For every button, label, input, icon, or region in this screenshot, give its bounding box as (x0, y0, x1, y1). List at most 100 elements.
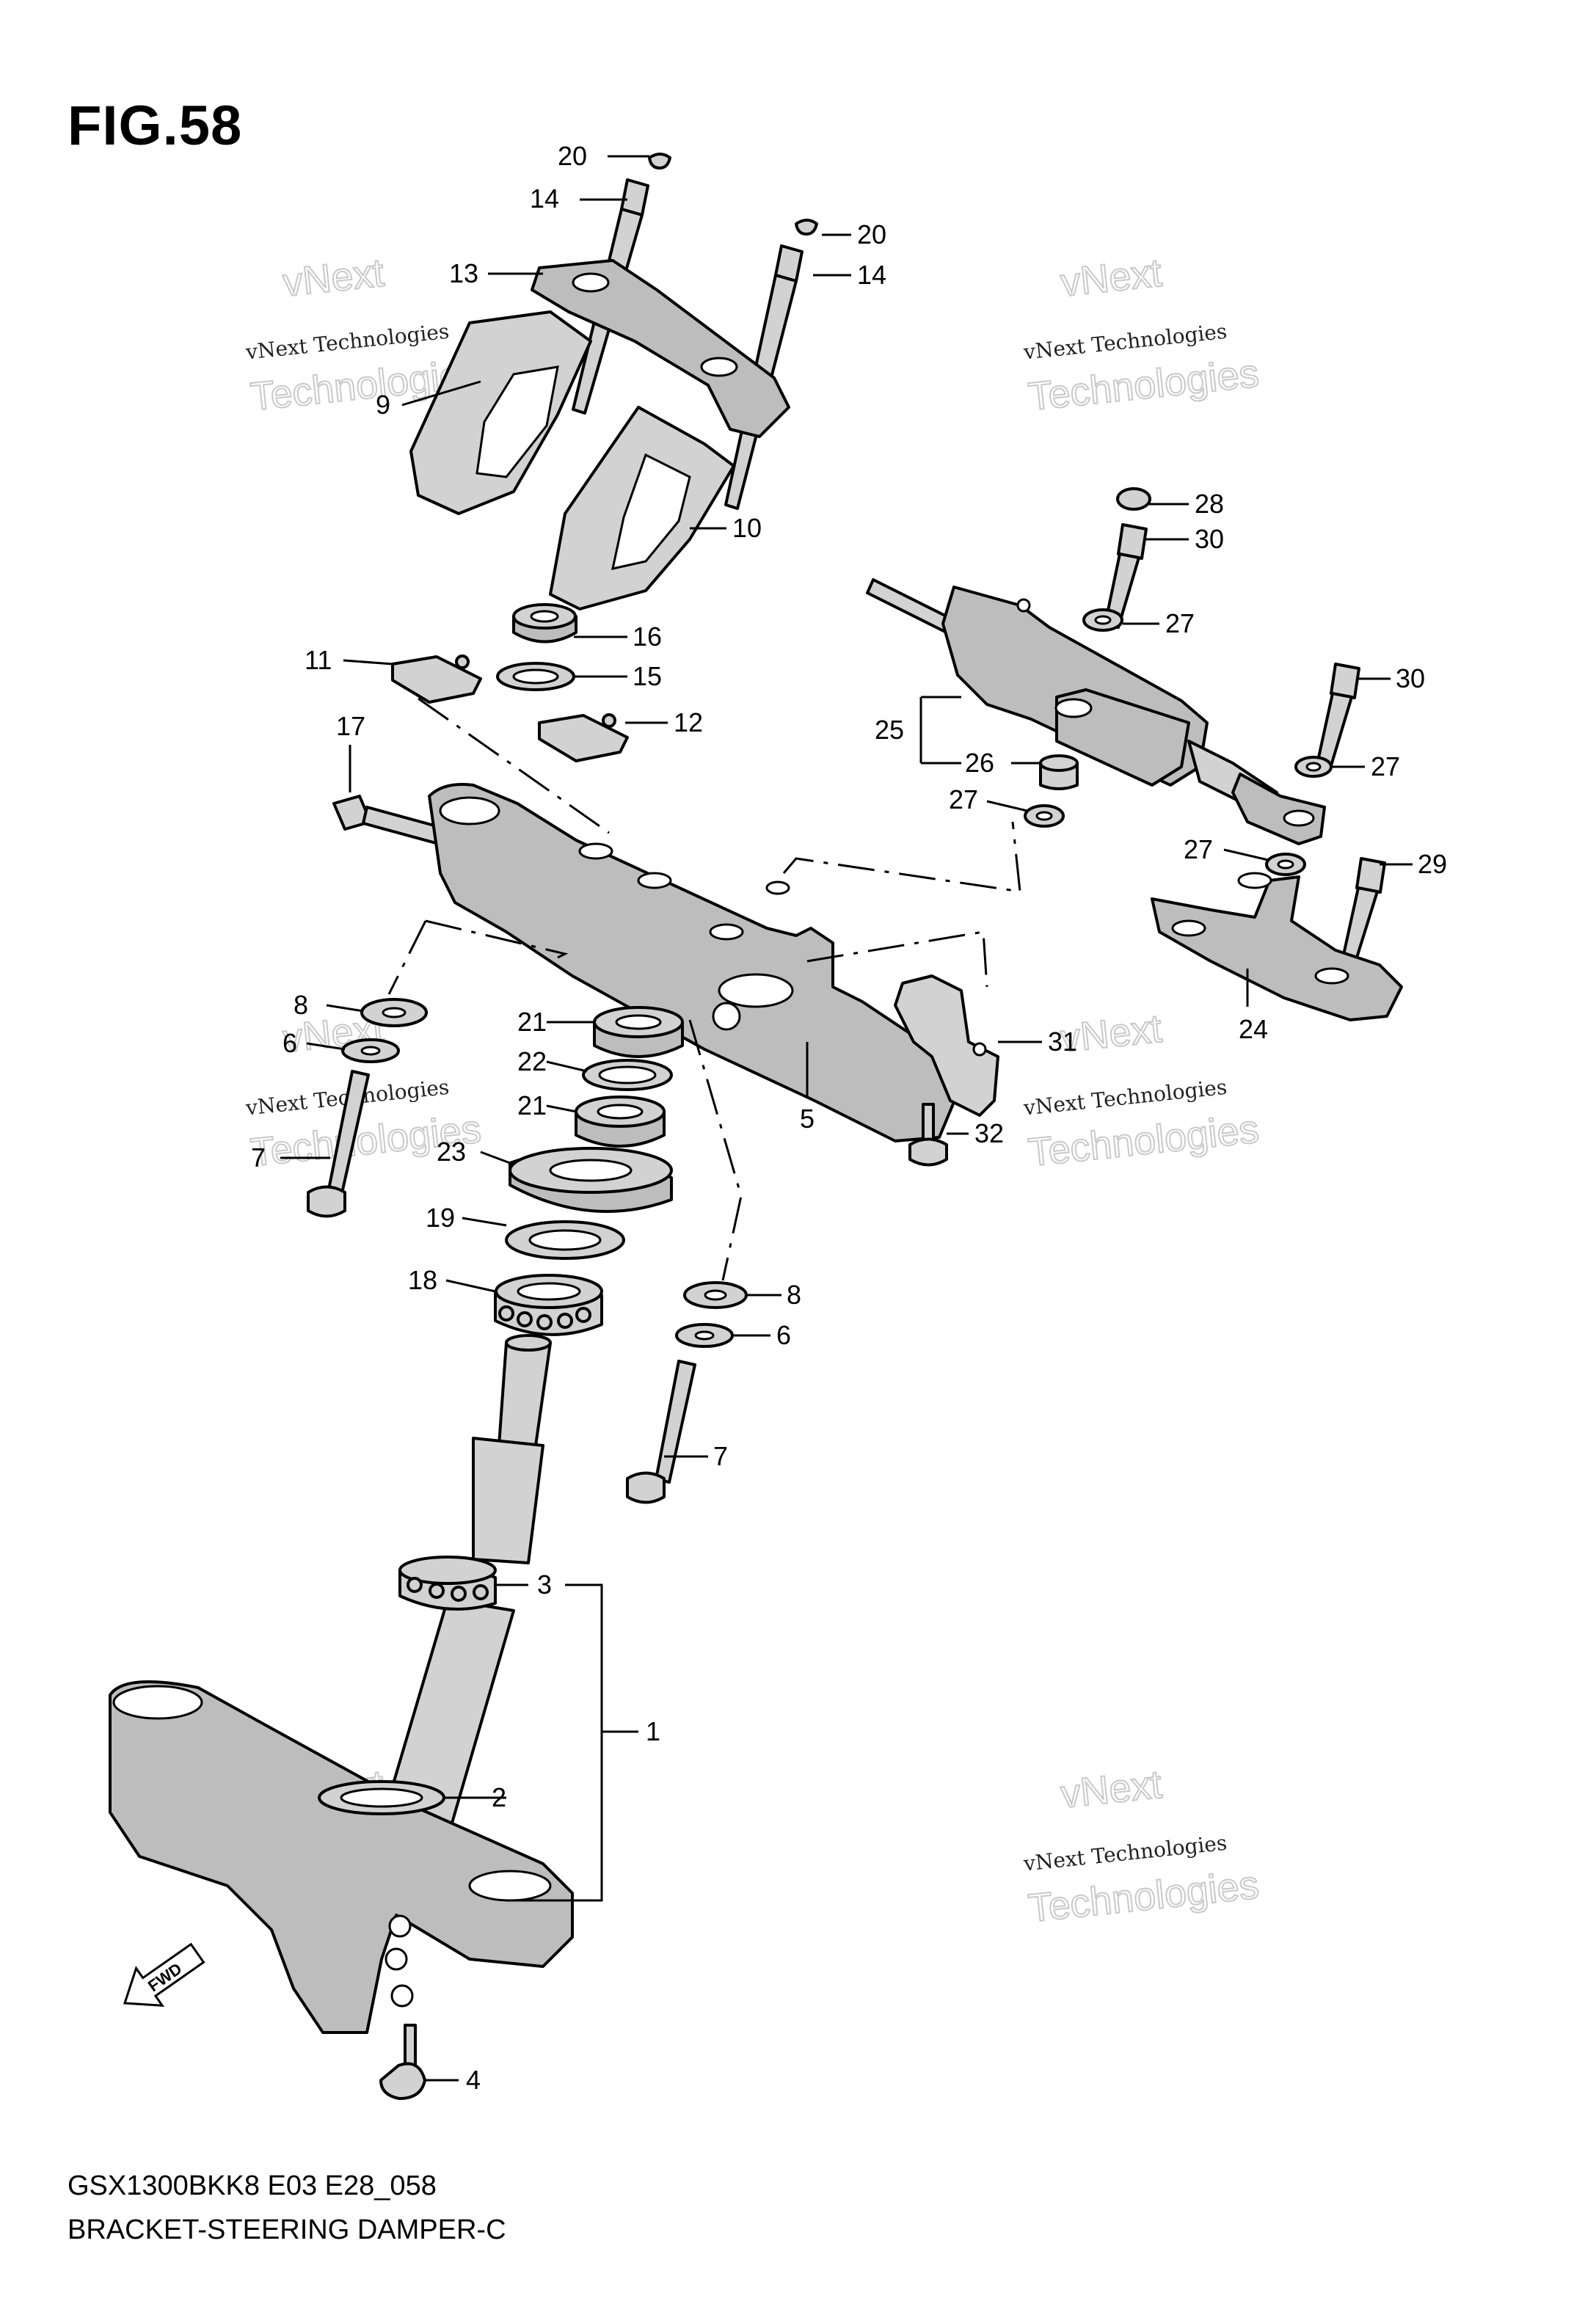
figure-title: FIG.58 (68, 95, 243, 157)
callout-30-right: 30 (1396, 663, 1425, 693)
callout-32: 32 (974, 1118, 1004, 1148)
callout-5: 5 (800, 1104, 815, 1134)
part-25-steering-damper (866, 578, 1326, 845)
callout-21-lower: 21 (517, 1090, 547, 1120)
callout-31: 31 (1048, 1027, 1077, 1057)
callout-4: 4 (466, 2065, 481, 2095)
callout-15: 15 (633, 661, 662, 691)
callout-6-left: 6 (283, 1028, 297, 1058)
figure-subtitle: BRACKET-STEERING DAMPER-C (68, 2214, 506, 2245)
part-24-damper-bracket (1151, 872, 1403, 1021)
callout-21-upper: 21 (517, 1007, 547, 1037)
part-6-washer-left (341, 1038, 400, 1063)
leader-lines (280, 155, 1413, 2082)
part-17-bolt (332, 795, 449, 847)
callout-7-right: 7 (713, 1441, 728, 1471)
callout-30-upper: 30 (1195, 524, 1224, 554)
part-19-race (505, 1220, 625, 1260)
assembly-lines (387, 697, 1021, 1281)
part-1-steering-stem (109, 1334, 574, 2034)
part-2-dust-seal-lower (318, 1780, 445, 1815)
watermark-bottom-right: vNext vNext Technologies Technologies (1022, 1762, 1262, 1932)
part-18-bearing-upper (494, 1274, 603, 1336)
callout-16: 16 (633, 621, 662, 652)
part-23-dust-seal (509, 1147, 673, 1213)
callout-13: 13 (449, 258, 478, 288)
watermark-large-tech: Technologies (1027, 351, 1261, 420)
fwd-arrow-icon: FWD (123, 1942, 205, 2007)
callout-22: 22 (517, 1046, 547, 1076)
part-8-washer-left (360, 998, 428, 1027)
callout-19: 19 (426, 1203, 455, 1233)
callout-18: 18 (408, 1265, 437, 1295)
watermark-large-vnext: vNext (281, 251, 387, 305)
part-5-upper-bracket (428, 783, 959, 1142)
part-13-holder-upper (531, 259, 790, 438)
part-6-washer-right (675, 1323, 734, 1348)
watermark-mid-right: vNext vNext Technologies Technologies (1022, 1006, 1262, 1176)
part-15-washer (496, 662, 575, 691)
callout-20-right: 20 (857, 219, 886, 249)
callout-8-left: 8 (294, 990, 308, 1020)
callout-10: 10 (732, 513, 762, 543)
callout-14-top: 14 (530, 183, 559, 214)
part-11-plate (391, 655, 482, 704)
part-32-bolt (908, 1103, 948, 1167)
watermarks: vNext vNext Technologies Technologies vN… (244, 250, 1262, 1932)
callout-3: 3 (537, 1570, 552, 1600)
part-27-washer-bracket (1265, 853, 1306, 876)
callout-27-right: 27 (1371, 751, 1400, 781)
part-4-bolt (379, 2024, 426, 2100)
part-21-locknut-upper (593, 1006, 684, 1058)
callout-25: 25 (875, 715, 904, 745)
part-27-washer-upper (1082, 608, 1123, 632)
callouts: 20 14 20 14 13 9 10 28 30 27 16 11 15 12… (251, 141, 1447, 2095)
part-16-nut (512, 603, 577, 644)
part-22-washer (582, 1059, 673, 1091)
callout-2: 2 (492, 1782, 506, 1812)
part-20-clip-top (648, 153, 671, 169)
part-7-bolt-right (626, 1360, 696, 1504)
part-28-cap (1116, 487, 1151, 511)
part-27-washer-right (1294, 756, 1333, 778)
part-8-washer-right (683, 1281, 748, 1309)
callout-26: 26 (965, 748, 994, 778)
watermark-large-tech: Technologies (1027, 1863, 1261, 1931)
part-26-collar (1039, 754, 1079, 790)
callout-17: 17 (336, 711, 365, 741)
callout-7-left: 7 (251, 1142, 266, 1173)
part-31-bracket (894, 974, 999, 1117)
part-29-bolt (1342, 857, 1386, 959)
callout-12: 12 (674, 707, 703, 737)
callout-29: 29 (1418, 849, 1447, 879)
part-3-bearing-lower (398, 1556, 497, 1611)
model-code-label: GSX1300BKK8 E03 E28_058 (68, 2170, 437, 2201)
callout-14-right: 14 (857, 260, 886, 290)
callout-27-upper: 27 (1165, 608, 1195, 638)
watermark-top-right: vNext vNext Technologies Technologies (1022, 250, 1262, 420)
part-7-bolt-left (307, 1070, 370, 1218)
part-9-handlebar-cover-left (409, 310, 592, 515)
callout-9: 9 (376, 390, 390, 420)
callout-27-left: 27 (949, 784, 978, 814)
callout-27-bracket: 27 (1184, 834, 1213, 864)
part-20-clip-right (795, 219, 818, 236)
callout-24: 24 (1239, 1014, 1268, 1044)
callout-6-right: 6 (776, 1320, 791, 1350)
callout-23: 23 (437, 1137, 466, 1167)
callout-1: 1 (646, 1716, 660, 1746)
callout-28: 28 (1195, 489, 1224, 519)
part-27-washer-left (1024, 804, 1065, 828)
watermark-large-tech: Technologies (1027, 1107, 1261, 1175)
callout-8-right: 8 (787, 1280, 801, 1310)
callout-20-top: 20 (558, 141, 587, 171)
watermark-large-vnext: vNext (1059, 251, 1165, 305)
part-12-plate (538, 713, 629, 762)
part-10-handlebar-cover-right (549, 406, 735, 610)
watermark-large-vnext: vNext (1059, 1762, 1165, 1817)
callout-11: 11 (305, 645, 332, 675)
part-30-bolt-right (1315, 663, 1360, 772)
part-21-locknut-lower (575, 1095, 666, 1148)
